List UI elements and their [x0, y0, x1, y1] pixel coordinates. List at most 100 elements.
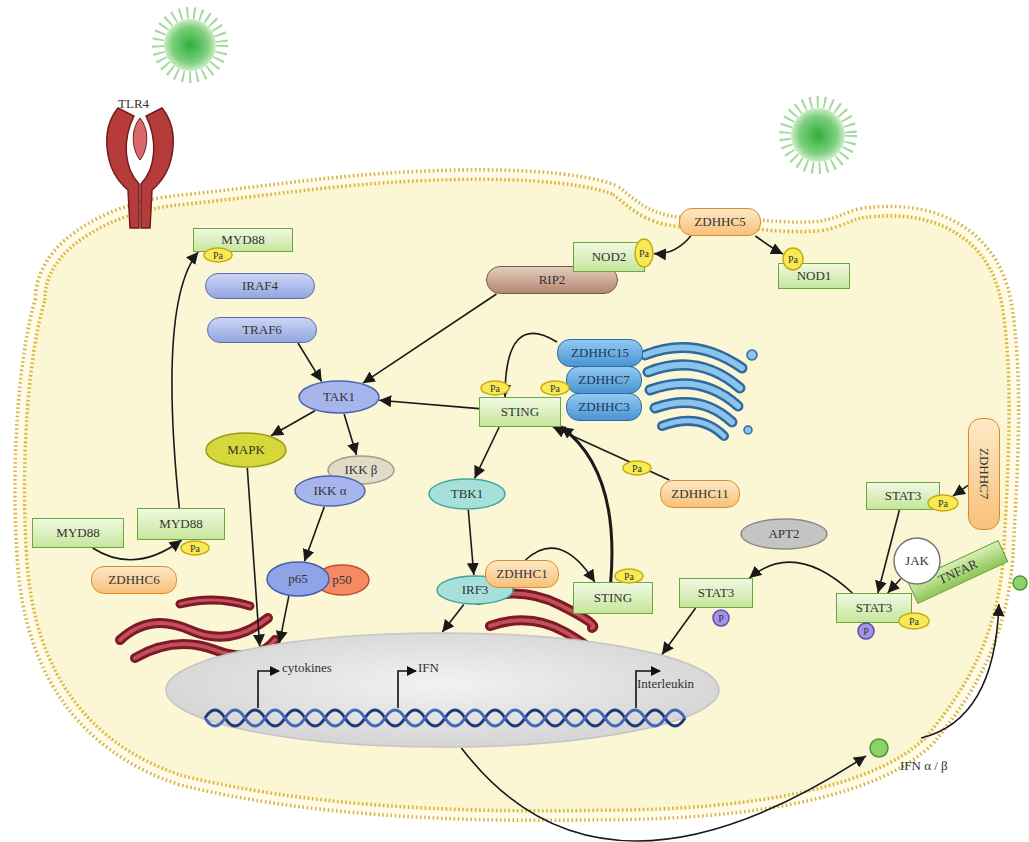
node-text: IRAF4 — [242, 278, 278, 294]
receptor-core — [133, 118, 147, 160]
node-text: P — [718, 613, 724, 624]
palmitoyl-tag: Pa — [203, 247, 233, 263]
palmitoyl-tag: Pa — [614, 568, 644, 584]
arrow-connector — [461, 748, 866, 841]
shape-outline — [894, 538, 940, 584]
nucleus-ellipse-outline — [165, 632, 720, 748]
node-text: p65 — [288, 571, 308, 587]
er-membrane — [120, 618, 268, 640]
node-text: IRF3 — [462, 582, 489, 598]
kinase-circle: JAK — [893, 537, 941, 585]
virus-spikes — [785, 102, 851, 168]
node-text: STAT3 — [885, 488, 922, 504]
shape-outline — [899, 613, 929, 629]
node-text: MAPK — [227, 442, 265, 458]
node-text: ZDHHC11 — [671, 486, 728, 502]
arrow-connector — [953, 485, 968, 496]
enzyme-box: ZDHHC3 — [566, 393, 642, 421]
arrow-connector — [749, 562, 852, 593]
arrow-connector — [475, 427, 500, 478]
shape-outline — [429, 479, 505, 509]
node-text: STAT3 — [856, 600, 893, 616]
kinase-ellipse: TBK1 — [428, 478, 506, 510]
virus — [158, 13, 222, 77]
node-text: JAK — [905, 553, 929, 569]
node-text: Pa — [190, 543, 200, 554]
node-text: ZDHHC5 — [694, 214, 745, 230]
shape-outline — [206, 433, 286, 467]
virus-body — [164, 19, 216, 71]
receptor-half — [141, 108, 173, 228]
arrow-connector — [298, 343, 322, 382]
node-text: RIP2 — [539, 272, 566, 288]
enzyme-box: ZDHHC15 — [557, 339, 643, 367]
palmitoyl-tag: Pa — [622, 460, 652, 476]
virus-body — [791, 108, 845, 162]
arrow-connector — [662, 608, 696, 655]
node-text: MYD88 — [159, 516, 202, 532]
protein-box: NOD2 — [573, 242, 645, 272]
shape-outline — [181, 541, 209, 555]
shape-outline — [928, 495, 958, 511]
arrow-connector — [888, 579, 901, 593]
node-text: P — [863, 626, 869, 637]
adaptor-box: IRAF4 — [205, 273, 315, 299]
shape-outline — [481, 381, 509, 395]
er-membrane — [180, 600, 250, 606]
node-text: cytokines — [282, 660, 332, 676]
node-text: Pa — [624, 571, 634, 582]
subunit-ellipse: p65 — [266, 561, 330, 597]
arrow-connector — [755, 236, 783, 254]
kinase-ellipse: MAPK — [205, 432, 287, 468]
shape-outline — [858, 623, 874, 639]
membrane-core — [20, 175, 1014, 816]
ligand-ball — [1013, 576, 1027, 590]
shape-outline — [741, 519, 827, 549]
node-text: Pa — [639, 248, 649, 259]
shape-outline — [315, 565, 369, 595]
cell-membrane — [20, 175, 1014, 816]
palmitoyl-tag: Pa — [180, 540, 210, 556]
adaptor-box: TRAF6 — [207, 317, 317, 343]
node-text: Pa — [938, 498, 948, 509]
kinase-ellipse: IKK α — [294, 475, 366, 507]
node-text: NOD1 — [797, 268, 832, 284]
protein-box: STING — [573, 582, 653, 614]
node-text: Pa — [213, 250, 223, 261]
shape-outline — [615, 569, 643, 583]
receptor-half — [107, 108, 139, 228]
arrow-connector — [279, 596, 288, 643]
arrow-connector — [921, 604, 999, 738]
node-text: ZDHHC7 — [578, 372, 629, 388]
palmitoyl-tag: Pa — [480, 380, 510, 396]
node-text: TAK1 — [323, 389, 355, 405]
node-text: Pa — [550, 383, 560, 394]
arrow-connector — [468, 510, 474, 575]
palmitoyl-tag: Pa — [927, 494, 959, 512]
node-text: ZDHHC7 — [976, 448, 992, 499]
er-membrane — [180, 600, 250, 606]
arrow-connector — [271, 411, 315, 436]
node-text: Interleukin — [637, 676, 694, 692]
node-text: IFN α / β — [900, 758, 948, 774]
phospho-tag: P — [857, 622, 875, 640]
protein-box: MYD88 — [32, 518, 124, 548]
shape-outline — [299, 381, 379, 413]
node-text: NOD2 — [592, 249, 627, 265]
tlr4-receptor — [107, 108, 173, 228]
arrow-connector — [561, 427, 612, 582]
shape-outline — [870, 739, 888, 757]
golgi-apparatus — [645, 347, 757, 436]
node-text: STING — [594, 590, 632, 606]
enzyme-box: ZDHHC7 — [566, 366, 642, 394]
node-text: ZDHHC1 — [496, 566, 547, 582]
kinase-ellipse: TAK1 — [298, 380, 380, 414]
palmitoyl-tag: Pa — [540, 380, 570, 396]
shape-outline — [166, 633, 719, 747]
node-text: ZDHHC15 — [571, 345, 629, 361]
node-text: TRAF6 — [242, 322, 282, 338]
shape-outline — [541, 381, 569, 395]
arrow-connector — [654, 236, 691, 254]
enzyme-box: ZDHHC1 — [485, 560, 559, 588]
